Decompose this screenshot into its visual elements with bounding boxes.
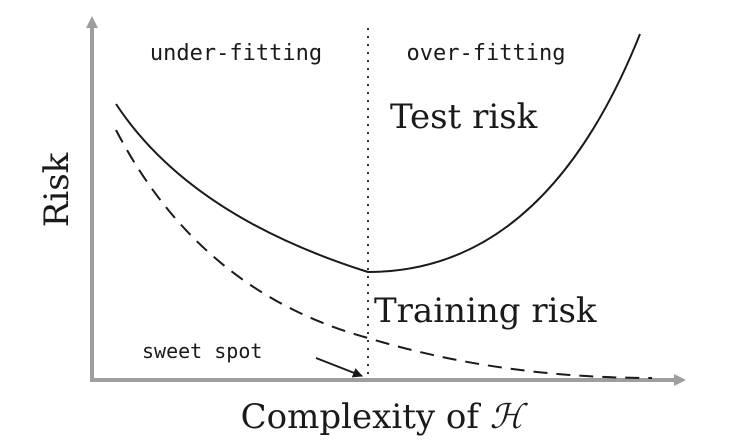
test-risk-curve bbox=[115, 33, 641, 274]
test-risk-label: Test risk bbox=[390, 97, 538, 137]
training-risk-curve bbox=[115, 129, 653, 379]
under-fitting-label: under-fitting bbox=[150, 41, 322, 66]
x-axis-label-text: Complexity of bbox=[241, 397, 490, 437]
x-axis-label: Complexity of ℋ bbox=[241, 397, 529, 437]
training-risk-label: Training risk bbox=[374, 291, 597, 331]
hypothesis-class-symbol: ℋ bbox=[490, 397, 529, 437]
sweet-spot-label: sweet spot bbox=[142, 339, 262, 363]
over-fitting-label: over-fitting bbox=[407, 41, 566, 66]
sweet-spot-arrow bbox=[315, 357, 363, 378]
y-axis-label: Risk bbox=[37, 152, 77, 227]
